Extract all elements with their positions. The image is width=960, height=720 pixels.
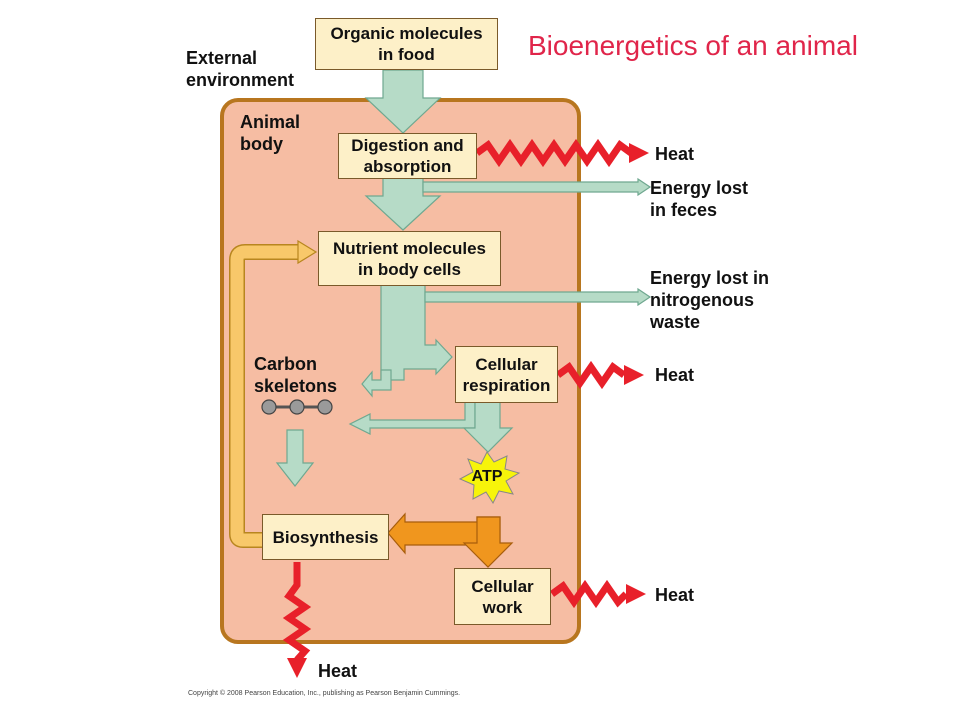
heat-label-digestion: Heat: [655, 144, 695, 164]
respiration-line1: Cellular: [475, 354, 538, 374]
digestion-line1: Digestion and: [351, 136, 464, 155]
arrow-recycle-head: [297, 239, 318, 265]
digestion-line2: absorption: [363, 157, 452, 176]
animal-body-label: Animal body: [240, 112, 301, 154]
atp-burst: [458, 451, 521, 505]
box-digestion-absorption: Digestion and absorption: [338, 133, 477, 179]
arrow-energy-lost-feces: [422, 177, 652, 197]
carbon-skeletons-label: Carbon skeletons: [254, 354, 338, 396]
arrow-energy-lost-nitrogenous: [424, 287, 652, 307]
heat-arrow-work: [549, 579, 629, 609]
copyright-notice: Copyright © 2008 Pearson Education, Inc.…: [188, 690, 461, 697]
arrow-food-to-digestion: [364, 69, 442, 134]
heat-arrow-respiration: [555, 360, 627, 390]
heat-label-biosynthesis: Heat: [318, 661, 358, 681]
nutrient-line2: in body cells: [358, 259, 461, 279]
heat-label-respiration: Heat: [655, 365, 695, 385]
work-line2: work: [482, 597, 523, 617]
arrow-to-carbon-skeletons: [361, 369, 392, 398]
box-biosynthesis: Biosynthesis: [262, 514, 389, 560]
arrow-digestion-to-nutrient: [364, 177, 442, 231]
arrow-nutrient-trunk: [380, 284, 453, 381]
external-environment-label: External environment: [186, 48, 295, 90]
arrow-respiration-to-skeletons: [348, 401, 476, 435]
atp-label: ATP: [471, 468, 503, 485]
heat-label-work: Heat: [655, 585, 695, 605]
arrow-atp-to-work: [462, 516, 514, 568]
box-organic-molecules: Organic molecules in food: [315, 18, 498, 70]
box-cellular-respiration: Cellular respiration: [455, 346, 558, 403]
heat-arrow-biosynthesis: [282, 562, 312, 663]
nutrient-line1: Nutrient molecules: [332, 238, 487, 258]
carbon-skeleton-molecule: [261, 399, 333, 415]
energy-lost-nitrogenous-label: Energy lost in nitrogenous waste: [650, 268, 770, 332]
energy-lost-feces-label: Energy lost in feces: [650, 178, 749, 220]
work-line1: Cellular: [471, 576, 534, 596]
arrow-respiration-to-atp: [462, 401, 514, 453]
organic-molecules-line2: in food: [378, 45, 435, 64]
biosynthesis-line1: Biosynthesis: [272, 527, 379, 547]
organic-molecules-line1: Organic molecules: [330, 24, 483, 43]
box-nutrient-molecules: Nutrient molecules in body cells: [318, 231, 501, 286]
page-title: Bioenergetics of an animal: [528, 30, 858, 61]
respiration-line2: respiration: [462, 375, 551, 395]
arrow-skeletons-to-biosynthesis: [275, 429, 315, 487]
box-cellular-work: Cellular work: [454, 568, 551, 625]
heat-arrow-digestion: [474, 138, 634, 168]
